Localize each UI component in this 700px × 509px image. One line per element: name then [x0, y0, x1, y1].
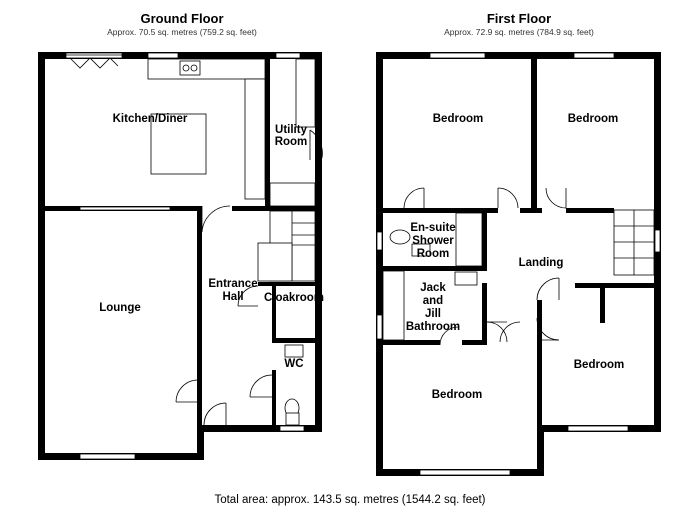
- first-floor-title: First Floor: [487, 11, 551, 26]
- room-label-bedroom-1: Bedroom: [433, 113, 483, 125]
- ground-floor-doors: [175, 205, 273, 426]
- room-label-ensuite: En-suite: [410, 222, 455, 234]
- ground-floor-staircase: [257, 210, 316, 282]
- room-label-cloakroom: Cloakroom: [264, 292, 324, 304]
- room-label-wc: WC: [284, 358, 303, 370]
- room-label-jack-and-jill-bathroom-3: Jill: [425, 308, 441, 320]
- bifold-door-icon: [69, 57, 119, 69]
- ensuite-fittings: [389, 212, 483, 267]
- first-floor-room-labels: Bedroom Bedroom En-suite Shower Room Lan…: [406, 113, 624, 401]
- first-floor-staircase: [613, 209, 655, 276]
- room-label-jack-and-jill-bathroom-2: and: [423, 295, 443, 307]
- first-floor-doors: [403, 187, 567, 346]
- room-label-ensuite-2: Shower: [412, 235, 454, 247]
- ground-floor-plan: Ground Floor Approx. 70.5 sq. metres (75…: [38, 11, 324, 460]
- ground-floor-title: Ground Floor: [140, 11, 223, 26]
- room-label-landing: Landing: [519, 257, 564, 269]
- first-floor-area: Approx. 72.9 sq. metres (784.9 sq. feet): [444, 27, 594, 37]
- room-label-kitchen-diner: Kitchen/Diner: [113, 113, 188, 125]
- kitchen-fittings: [147, 58, 266, 200]
- room-label-lounge: Lounge: [99, 302, 141, 314]
- room-label-bedroom-4: Bedroom: [574, 359, 624, 371]
- bathroom-fittings: [382, 270, 478, 341]
- room-label-ensuite-3: Room: [417, 248, 450, 260]
- ground-floor-room-labels: Kitchen/Diner Utility Room Lounge Entran…: [99, 113, 324, 370]
- room-label-bedroom-2: Bedroom: [568, 113, 618, 125]
- room-label-jack-and-jill-bathroom: Jack: [420, 282, 446, 294]
- wc-fittings: [284, 344, 304, 426]
- room-label-jack-and-jill-bathroom-4: Bathroom: [406, 321, 460, 333]
- room-label-entrance-hall: Entrance: [208, 278, 257, 290]
- ground-floor-area: Approx. 70.5 sq. metres (759.2 sq. feet): [107, 27, 257, 37]
- utility-fittings: [269, 58, 323, 207]
- first-floor-windows: [376, 52, 661, 476]
- room-label-bedroom-3: Bedroom: [432, 389, 482, 401]
- total-area: Total area: approx. 143.5 sq. metres (15…: [214, 494, 485, 506]
- room-label-utility-room: Utility: [275, 124, 308, 136]
- room-label-entrance-hall-2: Hall: [222, 291, 243, 303]
- ground-floor-windows: [65, 52, 305, 460]
- first-floor-plan: First Floor Approx. 72.9 sq. metres (784…: [376, 11, 661, 476]
- room-label-utility-room-2: Room: [275, 136, 308, 148]
